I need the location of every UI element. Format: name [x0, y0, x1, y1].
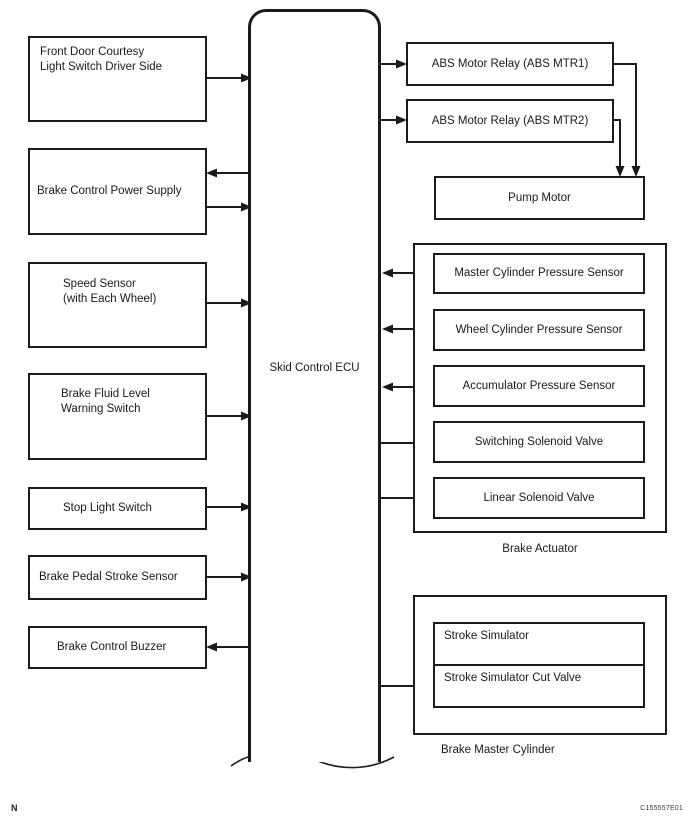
box-accumulator-pressure-sensor: Accumulator Pressure Sensor: [433, 365, 645, 407]
box-label: Linear Solenoid Valve: [483, 491, 595, 504]
label-brake-actuator: Brake Actuator: [502, 543, 578, 555]
box-wheel-cylinder-pressure-sensor: Wheel Cylinder Pressure Sensor: [433, 309, 645, 351]
box-label: Switching Solenoid Valve: [474, 435, 604, 448]
arrowhead: [206, 168, 217, 178]
box-label: Brake Control Power Supply: [37, 185, 182, 197]
arrowhead: [382, 324, 393, 334]
box-label: Stroke Simulator Cut Valve: [444, 672, 582, 684]
box-brake-pedal-stroke-sensor: Brake Pedal Stroke Sensor: [28, 555, 207, 600]
box-linear-solenoid-valve: Linear Solenoid Valve: [433, 477, 645, 519]
box-stroke-simulator-cut-valve: Stroke Simulator Cut Valve: [433, 664, 645, 708]
line-mtr1-to-pump: [613, 63, 637, 166]
box-label: Brake Pedal Stroke Sensor: [39, 571, 178, 583]
box-brake-control-power-supply: Brake Control Power Supply: [28, 148, 207, 235]
ecu-box: Skid Control ECU: [248, 9, 381, 762]
box-label: Wheel Cylinder Pressure Sensor: [455, 323, 623, 336]
box-front-door-courtesy-light-switch: Front Door Courtesy Light Switch Driver …: [28, 36, 207, 122]
box-label: ABS Motor Relay (ABS MTR2): [431, 114, 589, 127]
box-master-cylinder-pressure-sensor: Master Cylinder Pressure Sensor: [433, 253, 645, 294]
figure-code: C155557E01: [640, 805, 683, 812]
box-abs-motor-relay-mtr2: ABS Motor Relay (ABS MTR2): [406, 99, 614, 143]
box-label: Speed Sensor (with Each Wheel): [63, 278, 157, 305]
box-label: Front Door Courtesy Light Switch Driver …: [40, 46, 163, 73]
box-brake-fluid-level-warning-switch: Brake Fluid Level Warning Switch: [28, 373, 207, 460]
footer-page-marker: N: [11, 803, 18, 813]
arrowhead: [382, 382, 393, 392]
box-stop-light-switch: Stop Light Switch: [28, 487, 207, 530]
box-label: Master Cylinder Pressure Sensor: [454, 267, 624, 279]
box-brake-control-buzzer: Brake Control Buzzer: [28, 626, 207, 669]
box-abs-motor-relay-mtr1: ABS Motor Relay (ABS MTR1): [406, 42, 614, 86]
arrowhead: [206, 642, 217, 652]
box-pump-motor: Pump Motor: [434, 176, 645, 220]
box-label: Stop Light Switch: [63, 502, 152, 514]
line-mtr2-to-pump: [613, 119, 621, 166]
box-speed-sensor: Speed Sensor (with Each Wheel): [28, 262, 207, 348]
label-brake-master-cylinder: Brake Master Cylinder: [441, 744, 555, 756]
box-label: Brake Fluid Level Warning Switch: [61, 388, 150, 415]
arrowhead: [382, 268, 393, 278]
box-switching-solenoid-valve: Switching Solenoid Valve: [433, 421, 645, 463]
ecu-label: Skid Control ECU: [269, 362, 360, 374]
box-label: Accumulator Pressure Sensor: [462, 379, 616, 392]
box-stroke-simulator: Stroke Simulator: [433, 622, 645, 666]
box-label: Brake Control Buzzer: [57, 641, 167, 653]
box-label: ABS Motor Relay (ABS MTR1): [431, 57, 589, 70]
box-label: Stroke Simulator: [444, 630, 530, 642]
box-label: Pump Motor: [508, 191, 571, 204]
